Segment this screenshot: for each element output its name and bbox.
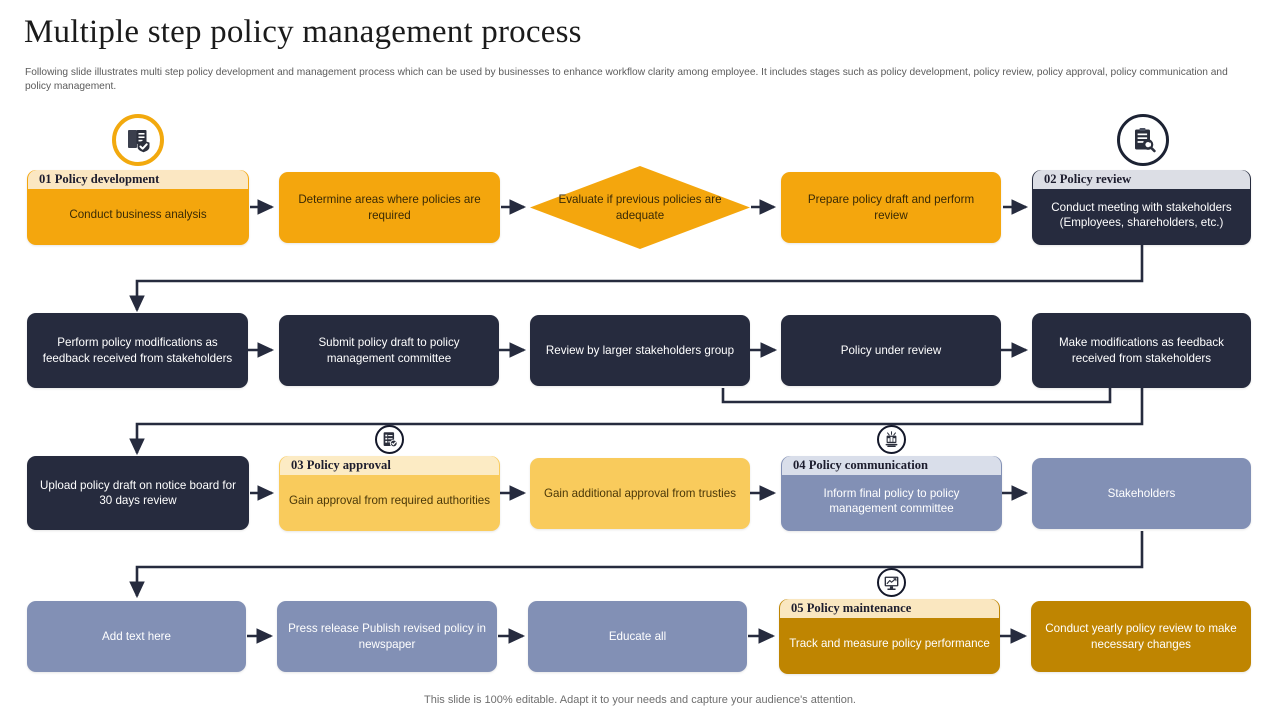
node-policy-approval[interactable]: 03 Policy approval Gain approval from re… (279, 456, 500, 531)
node-text: Inform final policy to policy management… (823, 486, 960, 516)
node-press-release[interactable]: Press release Publish revised policy in … (277, 601, 497, 672)
stage-label-04: 04 Policy communication (782, 456, 1001, 475)
node-text: Determine areas where policies are requi… (298, 193, 481, 222)
node-text: Review by larger stakeholders group (545, 343, 735, 357)
node-text: Submit policy draft to policy management… (318, 336, 460, 365)
node-add-text-here[interactable]: Add text here (27, 601, 246, 672)
stage-label-01: 01 Policy development (28, 170, 248, 189)
node-text: Policy under review (840, 343, 942, 357)
node-text: Stakeholders (1107, 486, 1176, 500)
node-determine-areas[interactable]: Determine areas where policies are requi… (279, 172, 500, 243)
node-text: Prepare policy draft and perform review (807, 193, 975, 222)
node-policy-communication[interactable]: 04 Policy communication Inform final pol… (781, 456, 1002, 531)
node-review-by-stakeholders[interactable]: Review by larger stakeholders group (530, 315, 750, 386)
node-educate-all[interactable]: Educate all (528, 601, 747, 672)
node-text: Conduct business analysis (69, 208, 207, 222)
stage-label-03: 03 Policy approval (280, 456, 499, 475)
footer-note: This slide is 100% editable. Adapt it to… (424, 694, 856, 706)
decision-evaluate-previous-policies[interactable]: Evaluate if previous policies are adequa… (530, 166, 750, 249)
megaphone-icon (877, 425, 906, 454)
node-perform-policy-modifications[interactable]: Perform policy modifications as feedback… (27, 313, 248, 388)
node-text: Gain additional approval from trusties (543, 486, 737, 500)
node-conduct-yearly-review[interactable]: Conduct yearly policy review to make nec… (1031, 601, 1251, 672)
node-text: Make modifications as feedback received … (1059, 336, 1224, 365)
node-text: Track and measure policy performance (789, 637, 990, 651)
clipboard-search-icon (1117, 114, 1169, 166)
stage-label-02: 02 Policy review (1033, 170, 1250, 189)
document-check-icon (112, 114, 164, 166)
node-text: Upload policy draft on notice board for … (40, 478, 236, 508)
node-policy-development[interactable]: 01 Policy development Conduct business a… (27, 170, 249, 245)
stage-label-05: 05 Policy maintenance (780, 599, 999, 618)
node-text: Conduct yearly policy review to make nec… (1045, 622, 1237, 651)
node-gain-additional-approval[interactable]: Gain additional approval from trusties (530, 458, 750, 529)
node-policy-maintenance[interactable]: 05 Policy maintenance Track and measure … (779, 599, 1000, 674)
node-text: Perform policy modifications as feedback… (42, 336, 233, 365)
node-prepare-policy-draft[interactable]: Prepare policy draft and perform review (781, 172, 1001, 243)
document-approved-icon (375, 425, 404, 454)
page-title: Multiple step policy management process (24, 14, 582, 50)
node-policy-review[interactable]: 02 Policy review Conduct meeting with st… (1032, 170, 1251, 245)
node-text: Conduct meeting with stakeholders (Emplo… (1051, 200, 1232, 230)
node-upload-policy-draft[interactable]: Upload policy draft on notice board for … (27, 456, 249, 530)
node-text: Add text here (102, 629, 171, 643)
node-text: Educate all (608, 629, 667, 643)
monitor-chart-icon (877, 568, 906, 597)
node-text: Evaluate if previous policies are adequa… (558, 193, 722, 222)
node-stakeholders[interactable]: Stakeholders (1032, 458, 1251, 529)
node-make-modifications[interactable]: Make modifications as feedback received … (1032, 313, 1251, 388)
node-submit-policy-draft[interactable]: Submit policy draft to policy management… (279, 315, 499, 386)
page-subtitle: Following slide illustrates multi step p… (25, 67, 1228, 92)
node-text: Gain approval from required authorities (288, 494, 491, 508)
node-text: Press release Publish revised policy in … (288, 622, 486, 651)
node-policy-under-review[interactable]: Policy under review (781, 315, 1001, 386)
